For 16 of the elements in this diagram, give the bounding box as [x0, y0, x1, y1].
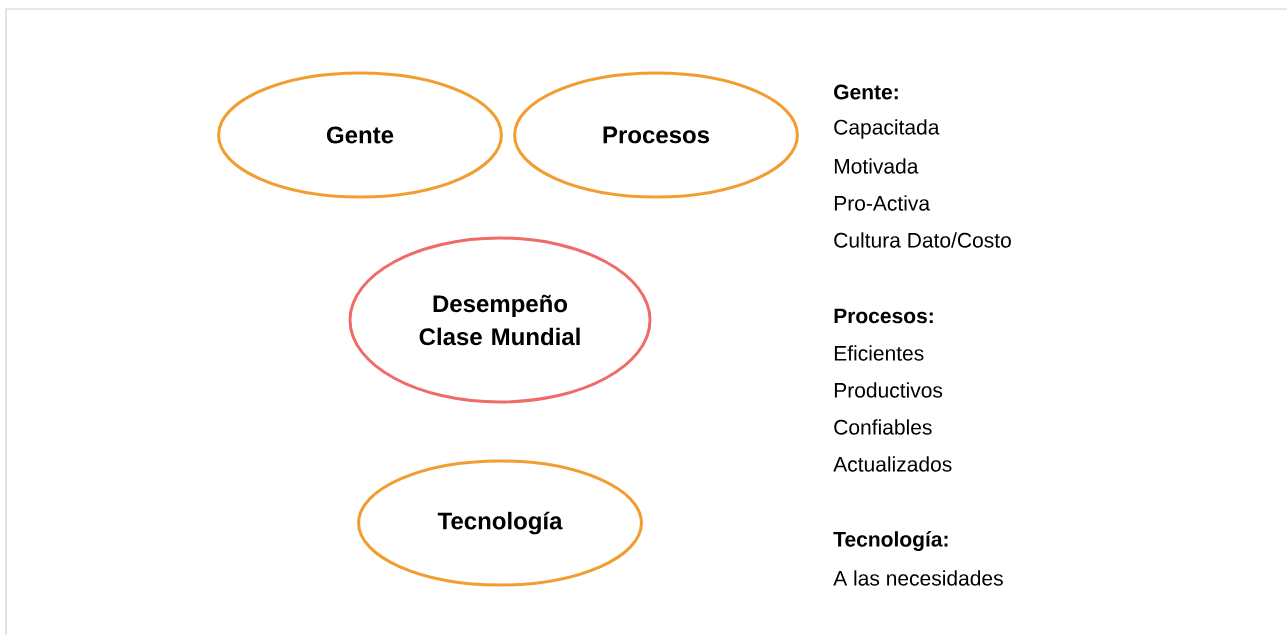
list-item: Pro-Activa: [834, 195, 931, 211]
list-item: Capacitada: [834, 119, 940, 139]
list-item: Confiables: [834, 419, 932, 435]
ellipse-node: Tecnología: [357, 459, 643, 587]
heading: Gente:: [834, 84, 898, 100]
heading: Tecnología:: [833, 531, 948, 551]
ellipse-node: Procesos: [513, 71, 799, 199]
list-item: Eficientes: [834, 345, 924, 361]
heading: Procesos:: [834, 308, 933, 324]
ellipse-node: Gente: [217, 71, 503, 199]
list-item: Cultura Dato/Costo: [834, 232, 1011, 248]
list-item: Actualizados: [833, 456, 952, 472]
ellipse-node: Desempeño Clase Mundial: [348, 236, 652, 404]
list-item: Productivos: [834, 382, 943, 398]
list-item: Motivada: [834, 158, 919, 174]
list-item: A las necesidades: [833, 570, 1003, 586]
